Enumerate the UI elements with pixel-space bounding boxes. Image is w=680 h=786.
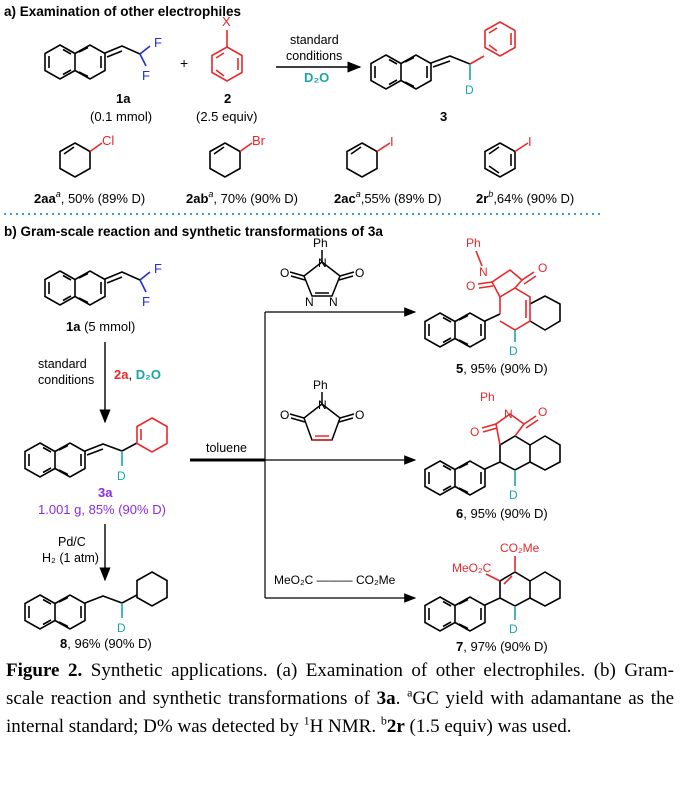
- amount-1a: (0.1 mmol): [90, 109, 152, 124]
- label-1a: 1a: [116, 91, 131, 106]
- svg-text:Ph: Ph: [480, 390, 495, 404]
- svg-text:O: O: [538, 405, 547, 419]
- label-6: 6, 95% (90% D): [456, 506, 548, 521]
- result-2r: 2rb,64% (90% D): [476, 189, 574, 206]
- structure-8: D: [24, 571, 168, 635]
- svg-text:MeO₂C: MeO₂C: [452, 561, 492, 575]
- atom-x: X: [222, 14, 231, 29]
- atom-f: F: [142, 68, 150, 83]
- svg-text:O: O: [280, 266, 289, 280]
- svg-text:N: N: [504, 407, 513, 421]
- solvent-toluene: toluene: [206, 441, 247, 455]
- section-a-title: a) Examination of other electrophiles: [4, 4, 241, 19]
- label-7: 7, 97% (90% D): [456, 639, 548, 654]
- result-2ac: 2aca,55% (89% D): [334, 189, 442, 206]
- result-2aa: 2aaa, 50% (89% D): [34, 189, 145, 206]
- atom-d: D: [465, 83, 474, 97]
- electrophile-2aa: Cl: [59, 133, 114, 178]
- svg-text:CO₂Me: CO₂Me: [500, 541, 540, 555]
- svg-text:O: O: [355, 408, 364, 422]
- svg-text:O: O: [538, 261, 547, 275]
- label-2: 2: [224, 91, 231, 106]
- hyd-catalyst: Pd/C: [58, 535, 86, 549]
- plus-sign: +: [180, 55, 188, 71]
- amount-2: (2.5 equiv): [196, 109, 257, 124]
- svg-text:D: D: [509, 344, 518, 358]
- reagent-ptad: Ph N O O N N: [280, 236, 364, 309]
- svg-text:O: O: [355, 266, 364, 280]
- structure-1a-b: D F F: [44, 261, 162, 309]
- svg-text:N: N: [329, 295, 338, 309]
- atom-f: F: [154, 35, 162, 50]
- svg-text:D: D: [117, 469, 126, 483]
- structure-3: D: [370, 21, 516, 97]
- yield-3a: 1.001 g, 85% (90% D): [38, 502, 166, 517]
- structure-3a: D: [24, 417, 168, 483]
- svg-text:Cl: Cl: [102, 133, 114, 148]
- svg-text:N: N: [479, 265, 488, 279]
- svg-text:Ph: Ph: [313, 378, 328, 392]
- label-8: 8, 96% (90% D): [60, 636, 152, 651]
- arrow-text-standard: standard: [290, 33, 339, 47]
- svg-text:D: D: [509, 488, 518, 502]
- svg-text:I: I: [528, 134, 532, 149]
- arrow-text-d2o: D₂O: [304, 70, 329, 85]
- svg-text:Ph: Ph: [466, 236, 481, 250]
- svg-text:Ph: Ph: [313, 236, 328, 250]
- hyd-h2: H₂ (1 atm): [42, 551, 99, 565]
- arrow-text-conditions: conditions: [286, 49, 342, 63]
- structure-7: CO₂Me MeO₂C D: [424, 541, 561, 636]
- step1-reagents: 2a, D₂O: [114, 367, 161, 382]
- structure-2: X: [211, 14, 243, 82]
- section-b-title: b) Gram-scale reaction and synthetic tra…: [4, 224, 383, 239]
- caption-lead: Figure 2.: [6, 660, 83, 681]
- step1-standard: standard: [38, 357, 87, 371]
- electrophile-2r: I: [484, 134, 532, 178]
- svg-text:Br: Br: [252, 133, 266, 148]
- svg-text:N: N: [305, 295, 314, 309]
- svg-text:D: D: [509, 622, 518, 636]
- svg-text:O: O: [280, 408, 289, 422]
- svg-text:I: I: [390, 134, 394, 149]
- svg-text:N: N: [318, 256, 327, 270]
- label-3: 3: [440, 109, 447, 124]
- atom-f: F: [142, 294, 150, 309]
- structure-1a: F F: [44, 35, 162, 83]
- structure-6: Ph N O O D: [424, 390, 561, 502]
- svg-text:O: O: [466, 279, 475, 293]
- label-1a-5mmol: 1a (5 mmol): [66, 319, 135, 334]
- label-5: 5, 95% (90% D): [456, 361, 548, 376]
- svg-text:N: N: [318, 398, 327, 412]
- atom-f: F: [154, 261, 162, 276]
- electrophile-2ac: I: [346, 134, 394, 178]
- label-3a: 3a: [98, 485, 113, 500]
- result-2ab: 2aba, 70% (90% D): [186, 189, 298, 206]
- step1-conditions: conditions: [38, 373, 94, 387]
- figure-caption: Figure 2. Synthetic applications. (a) Ex…: [6, 660, 674, 737]
- reagent-dmad: MeO₂C ——— CO₂Me: [274, 573, 396, 587]
- structure-5: Ph N O O D: [424, 236, 561, 358]
- svg-text:D: D: [117, 621, 126, 635]
- svg-text:O: O: [470, 425, 479, 439]
- reagent-maleimide: Ph N O O: [280, 378, 364, 441]
- electrophile-2ab: Br: [209, 133, 266, 178]
